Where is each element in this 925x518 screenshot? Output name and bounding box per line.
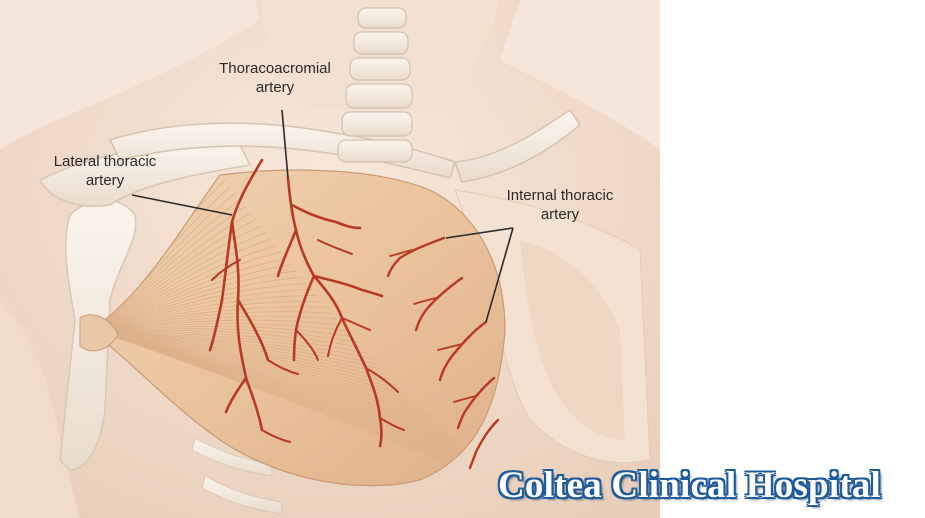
- label-internal-thoracic-artery: Internal thoracic artery: [470, 186, 650, 224]
- label-thoracoacromial-artery: Thoracoacromial artery: [180, 59, 370, 97]
- label-line: artery: [180, 78, 370, 97]
- label-line: artery: [470, 205, 650, 224]
- watermark-text: Coltea Clinical Hospital: [498, 462, 920, 510]
- label-line: artery: [20, 171, 190, 190]
- label-line: Thoracoacromial: [180, 59, 370, 78]
- label-line: Lateral thoracic: [20, 152, 190, 171]
- label-lateral-thoracic-artery: Lateral thoracic artery: [20, 152, 190, 190]
- label-line: Internal thoracic: [470, 186, 650, 205]
